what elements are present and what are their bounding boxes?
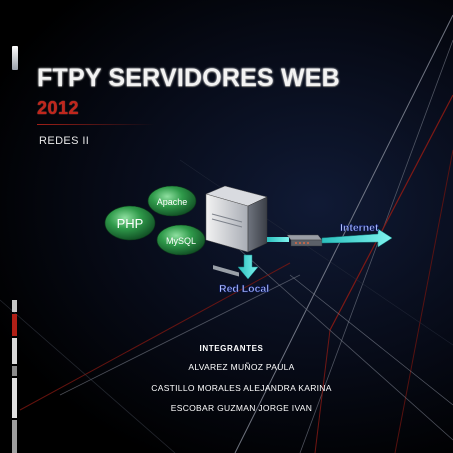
arrow-down-icon — [237, 254, 259, 280]
apache-label: Apache — [157, 197, 188, 207]
internet-label: Internet — [340, 222, 379, 234]
local-network-label: Red Local — [219, 283, 269, 295]
member-name: CASTILLO MORALES ALEJANDRA KARINA — [151, 383, 332, 393]
year-underline — [37, 124, 155, 125]
decorative-bar-left — [12, 300, 17, 453]
router-icon — [286, 234, 323, 247]
member-name: ALVAREZ MUÑOZ PAULA — [188, 362, 295, 372]
php-bubble: PHP — [104, 205, 156, 241]
document-subtitle: REDES II — [39, 135, 90, 147]
decorative-bar-top — [12, 46, 18, 70]
mysql-bubble: MySQL — [156, 224, 206, 256]
php-label: PHP — [117, 216, 144, 231]
document-year: 2012 — [37, 98, 80, 118]
document-title: FTPY SERVIDORES WEB — [37, 64, 340, 92]
mysql-label: MySQL — [166, 236, 196, 246]
apache-bubble: Apache — [147, 185, 197, 217]
server-tower-icon — [205, 185, 268, 277]
connector-server-router — [267, 237, 289, 242]
arrow-right-icon — [321, 228, 393, 248]
members-heading: INTEGRANTES — [199, 344, 264, 353]
member-name: ESCOBAR GUZMAN JORGE IVAN — [170, 403, 313, 413]
